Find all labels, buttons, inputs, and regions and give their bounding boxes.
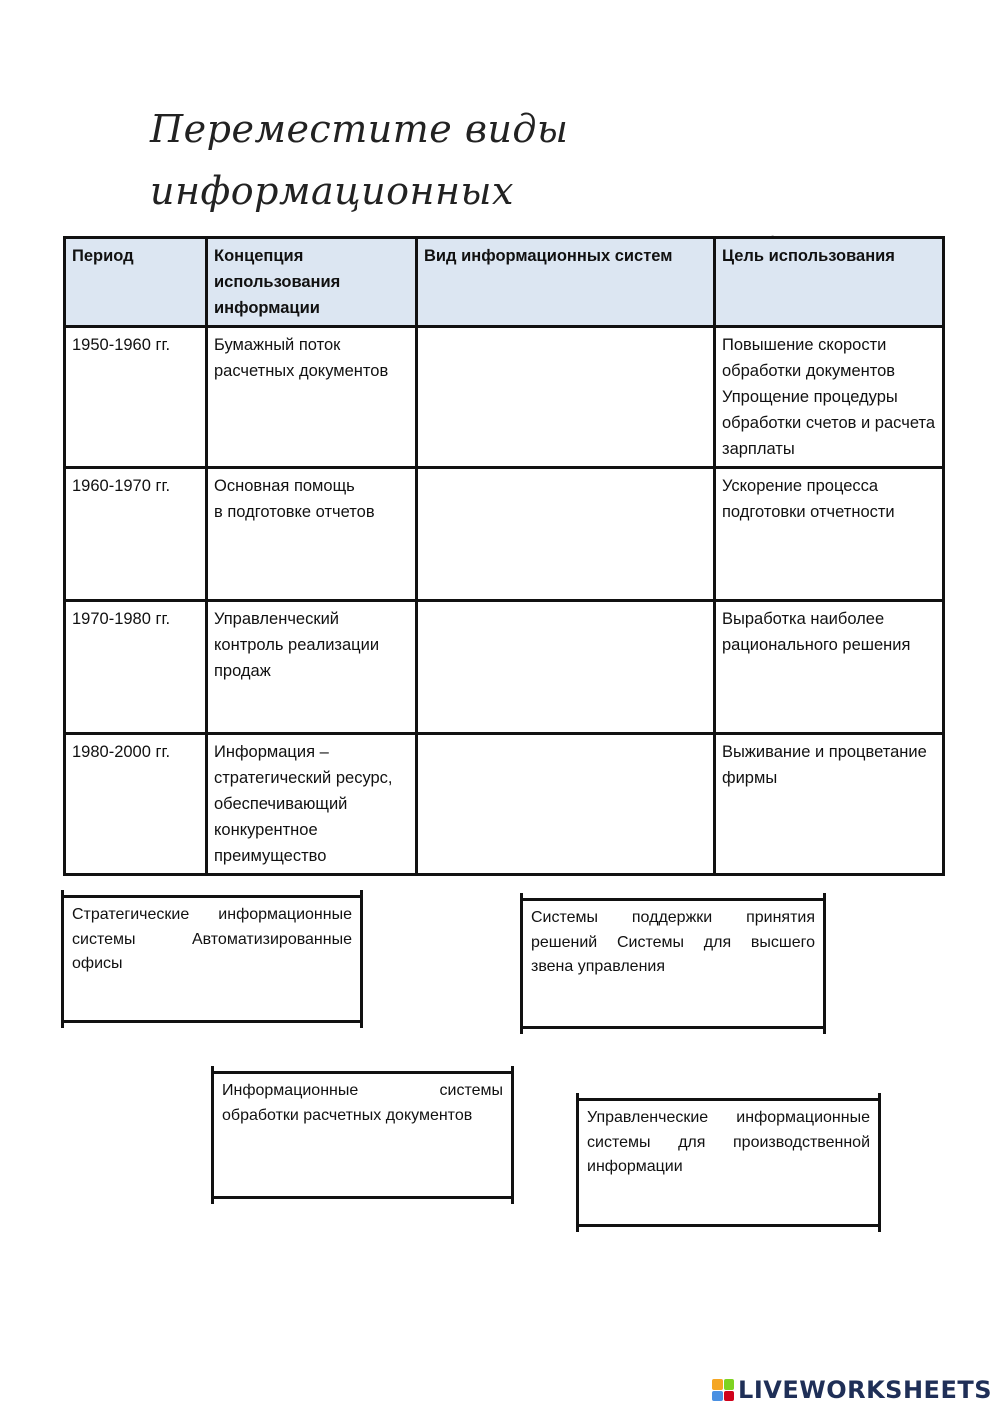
card-text: Управленческие информационные системы дл… bbox=[587, 1109, 870, 1175]
draggable-card-decision-support[interactable]: Системы поддержки принятия решений Систе… bbox=[520, 893, 826, 1034]
cell-period: 1980-2000 гг. bbox=[63, 732, 208, 876]
card-corner-mark bbox=[823, 893, 826, 907]
drop-zone-system-type[interactable] bbox=[415, 732, 716, 876]
cell-goal: Выживание и процветание фирмы bbox=[713, 732, 945, 876]
cell-period: 1960-1970 гг. bbox=[63, 466, 208, 602]
logo-tile bbox=[723, 1379, 735, 1390]
table-row: 1950-1960 гг. Бумажный поток расчетных д… bbox=[63, 325, 945, 469]
cell-period: 1970-1980 гг. bbox=[63, 599, 208, 735]
title-line-1: Переместите виды информационных bbox=[150, 107, 569, 213]
card-text: Информационные системы обработки расчетн… bbox=[222, 1082, 503, 1124]
table-row: 1980-2000 гг. Информация – стратегически… bbox=[63, 732, 945, 876]
card-corner-mark bbox=[211, 1190, 214, 1204]
cell-goal: Выработка наиболее рационального решения bbox=[713, 599, 945, 735]
logo-tile bbox=[723, 1390, 735, 1401]
header-goal: Цель использования bbox=[713, 236, 945, 328]
drop-zone-system-type[interactable] bbox=[415, 325, 716, 469]
brand-name: LIVEWORKSHEETS bbox=[738, 1376, 992, 1404]
table-header-row: Период Концепция использования информаци… bbox=[63, 236, 945, 328]
table-row: 1970-1980 гг. Управленческий контроль ре… bbox=[63, 599, 945, 735]
card-text: Стратегические информационные системы Ав… bbox=[72, 906, 352, 972]
card-text: Системы поддержки принятия решений Систе… bbox=[531, 909, 815, 975]
card-corner-mark bbox=[576, 1093, 579, 1107]
drop-zone-system-type[interactable] bbox=[415, 466, 716, 602]
card-corner-mark bbox=[211, 1066, 214, 1080]
info-systems-table: Период Концепция использования информаци… bbox=[63, 236, 945, 876]
card-corner-mark bbox=[878, 1218, 881, 1232]
card-corner-mark bbox=[511, 1190, 514, 1204]
header-system-type: Вид информационных систем bbox=[415, 236, 716, 328]
liveworksheets-logo[interactable]: LIVEWORKSHEETS bbox=[712, 1375, 992, 1405]
logo-tile bbox=[712, 1379, 723, 1390]
header-period: Период bbox=[63, 236, 208, 328]
card-corner-mark bbox=[511, 1066, 514, 1080]
cell-concept: Информация – стратегический ресурс, обес… bbox=[205, 732, 418, 876]
header-concept: Концепция использования информации bbox=[205, 236, 418, 328]
draggable-card-transaction-processing[interactable]: Информационные системы обработки расчетн… bbox=[211, 1066, 514, 1204]
draggable-card-management-systems[interactable]: Управленческие информационные системы дл… bbox=[576, 1093, 881, 1232]
card-corner-mark bbox=[878, 1093, 881, 1107]
card-corner-mark bbox=[520, 893, 523, 907]
table-row: 1960-1970 гг. Основная помощь в подготов… bbox=[63, 466, 945, 602]
card-corner-mark bbox=[520, 1020, 523, 1034]
cell-period: 1950-1960 гг. bbox=[63, 325, 208, 469]
card-corner-mark bbox=[360, 1014, 363, 1028]
card-corner-mark bbox=[360, 890, 363, 904]
drop-zone-system-type[interactable] bbox=[415, 599, 716, 735]
card-corner-mark bbox=[61, 1014, 64, 1028]
card-corner-mark bbox=[61, 890, 64, 904]
cell-goal: Повышение скорости обработки документов … bbox=[713, 325, 945, 469]
logo-tile bbox=[712, 1390, 723, 1401]
cell-concept: Основная помощь в подготовке отчетов bbox=[205, 466, 418, 602]
cell-concept: Управленческий контроль реализации прода… bbox=[205, 599, 418, 735]
card-corner-mark bbox=[576, 1218, 579, 1232]
liveworksheets-logo-icon bbox=[712, 1379, 735, 1401]
cell-concept: Бумажный поток расчетных документов bbox=[205, 325, 418, 469]
draggable-card-strategic-systems[interactable]: Стратегические информационные системы Ав… bbox=[61, 890, 363, 1028]
card-corner-mark bbox=[823, 1020, 826, 1034]
cell-goal: Ускорение процесса подготовки отчетности bbox=[713, 466, 945, 602]
